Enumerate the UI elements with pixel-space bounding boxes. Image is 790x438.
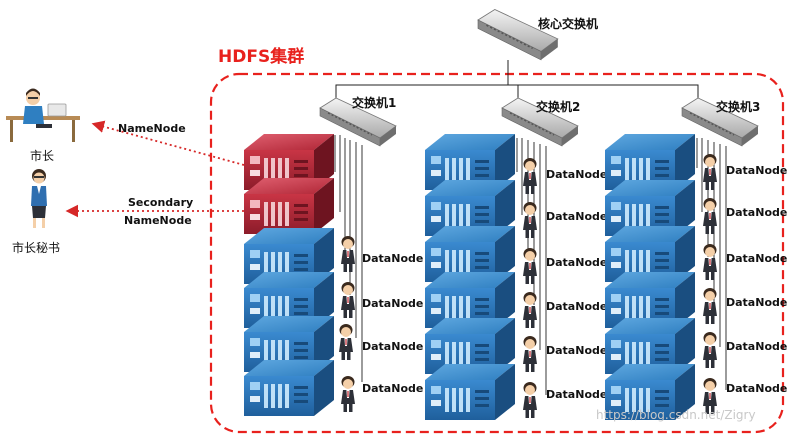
datanode-label: DataNode [726,164,787,177]
namenode-arrow-label: NameNode [118,122,186,135]
cluster-title: HDFS集群 [218,46,304,67]
switch-3-label: 交换机3 [716,99,760,114]
datanode-label: DataNode [726,252,787,265]
rack-2-people [523,158,537,418]
datanode-label: DataNode [546,168,607,181]
datanode-label: DataNode [726,340,787,353]
datanode-label: DataNode [546,210,607,223]
datanode-label: DataNode [726,206,787,219]
datanode-label: DataNode [546,388,607,401]
datanode-label: DataNode [362,382,423,395]
datanode-label: DataNode [546,256,607,269]
datanode-label: DataNode [546,344,607,357]
namenode-arrow [91,120,245,166]
datanode-label: DataNode [726,296,787,309]
datanode-label: DataNode [726,382,787,395]
secretary-label: 市长秘书 [12,240,60,255]
datanode-server [244,360,334,416]
hdfs-cluster-boundary [209,72,785,434]
switch-1-label: 交换机1 [352,95,396,110]
datanode-label: DataNode [546,300,607,313]
watermark: https://blog.csdn.net/Zigry [596,408,756,422]
secondary-arrow-label-line2: NameNode [124,214,192,227]
core-switch-label: 核心交换机 [538,16,598,31]
rack-3 [605,134,695,420]
rack-2 [425,134,515,420]
datanode-server [425,364,515,420]
core-switch [335,8,699,104]
datanode-label: DataNode [362,340,423,353]
rack-1-cables [334,135,363,382]
rack-1-people [339,236,355,412]
datanode-label: DataNode [362,252,423,265]
mayor-label: 市长 [30,148,54,163]
rack-1 [244,134,334,416]
mayor-figure [6,88,80,142]
datanode-label: DataNode [362,297,423,310]
secretary-figure [31,169,47,228]
secondary-namenode-server [244,178,334,234]
secondary-arrow-label-line1: Secondary [128,196,193,209]
rack-2-cables [516,138,547,395]
switch-2-label: 交换机2 [536,99,580,114]
rack-3-people [703,154,717,414]
